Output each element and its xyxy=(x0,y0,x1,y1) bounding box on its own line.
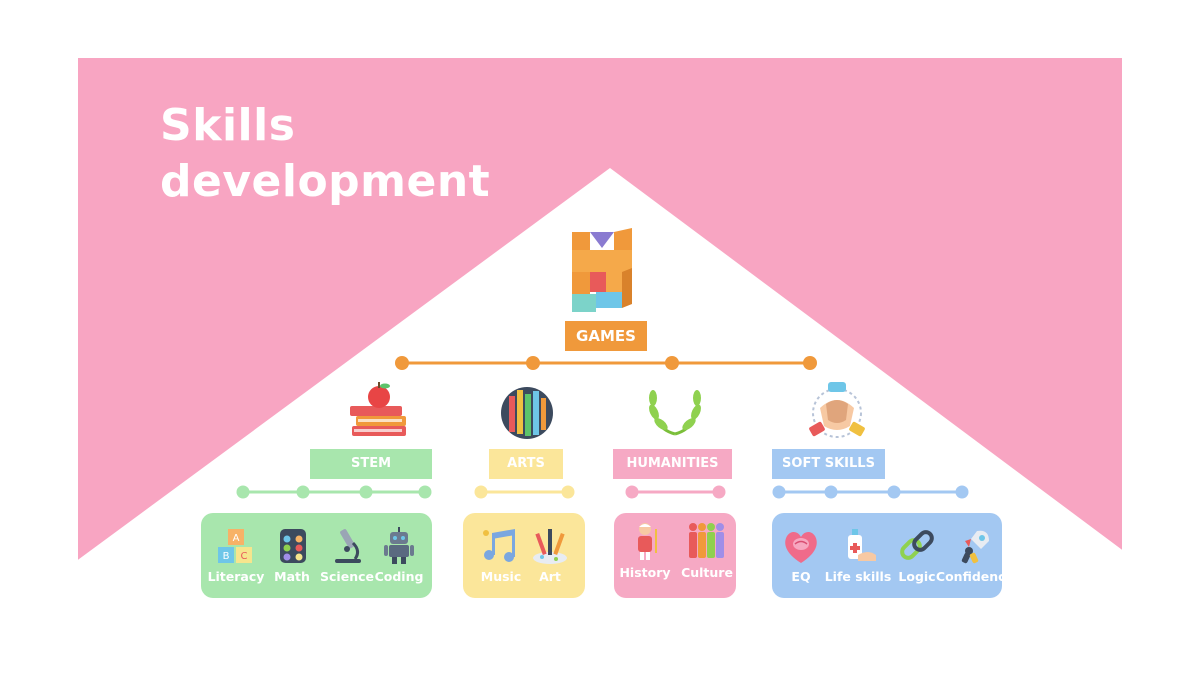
item-label: Literacy xyxy=(207,569,265,584)
humanities-connector xyxy=(625,485,726,499)
soft-skills-box: EQ Life skills Logic Confidence xyxy=(772,513,1014,598)
item-label: Art xyxy=(539,569,561,584)
list-item: Logic xyxy=(882,527,952,584)
item-label: Math xyxy=(274,569,310,584)
page-title: Skills development xyxy=(160,98,490,210)
svg-text:C: C xyxy=(241,551,248,562)
arts-box: Music Art xyxy=(463,513,585,598)
item-label: Logic xyxy=(898,569,936,584)
chain-link-icon xyxy=(900,530,934,560)
list-item: Culture xyxy=(672,521,742,580)
list-item: EQ xyxy=(766,527,836,584)
item-label: Confidence xyxy=(935,569,1015,584)
arts-label: ARTS xyxy=(489,449,563,479)
list-item: Life skills xyxy=(823,527,893,584)
svg-text:B: B xyxy=(223,551,230,562)
diverse-people-icon xyxy=(689,523,724,558)
joined-hands-icon xyxy=(809,382,865,438)
soft-skills-connector xyxy=(772,485,969,499)
rocket-runner-icon xyxy=(961,530,989,564)
humanities-box: History Culture xyxy=(614,513,736,598)
list-item: Science xyxy=(312,527,382,584)
list-item: Music xyxy=(466,527,536,584)
item-label: Culture xyxy=(681,565,733,580)
stem-label: STEM xyxy=(310,449,432,479)
abc-blocks-icon: A B C xyxy=(218,529,252,563)
historical-figure-icon xyxy=(638,523,657,560)
item-label: History xyxy=(619,565,671,580)
robot-icon xyxy=(384,527,414,564)
hand-sanitizer-icon xyxy=(848,529,876,561)
heart-brain-icon xyxy=(785,531,817,563)
item-label: Science xyxy=(320,569,374,584)
title-line-1: Skills xyxy=(160,100,296,151)
books-apple-icon xyxy=(350,382,406,436)
laurel-wreath-icon xyxy=(649,390,701,436)
list-item: Confidence xyxy=(936,527,1014,584)
games-label: GAMES xyxy=(565,321,647,351)
list-item: Coding xyxy=(364,527,434,584)
title-line-2: development xyxy=(160,156,491,207)
paint-brushes-icon xyxy=(533,529,567,564)
calculator-icon xyxy=(280,529,306,563)
arts-connector xyxy=(474,485,575,499)
games-connector xyxy=(395,356,817,370)
list-item: Art xyxy=(515,527,585,584)
stem-box: A B C Literacy Math Science xyxy=(201,513,432,598)
item-label: Coding xyxy=(374,569,424,584)
list-item: A B C Literacy xyxy=(201,527,271,584)
item-label: EQ xyxy=(791,569,811,584)
humanities-label: HUMANITIES xyxy=(613,449,732,479)
list-item: Math xyxy=(257,527,327,584)
soft-skills-label: SOFT SKILLS xyxy=(772,449,885,479)
stem-connector xyxy=(236,485,432,499)
games-blocks-icon xyxy=(572,228,632,312)
art-supplies-icon xyxy=(501,387,553,439)
item-label: Life skills xyxy=(824,569,892,584)
item-label: Music xyxy=(480,569,522,584)
svg-text:A: A xyxy=(233,533,240,544)
microscope-icon xyxy=(335,529,361,563)
music-note-icon xyxy=(483,529,515,562)
list-item: History xyxy=(610,521,680,580)
